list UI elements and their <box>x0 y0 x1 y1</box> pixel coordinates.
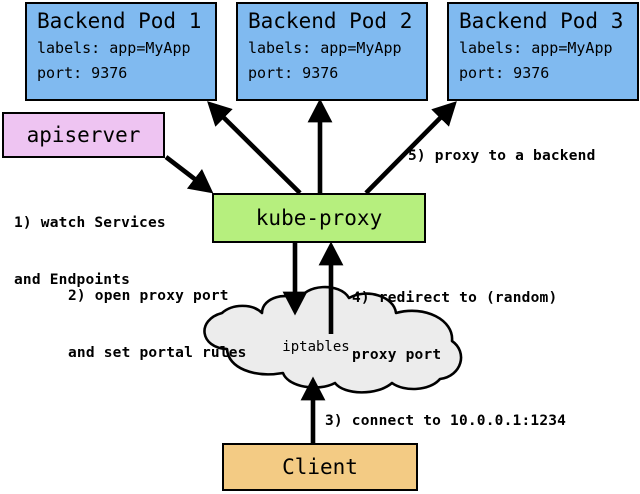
arrow-kubeproxy-to-pod3 <box>364 101 457 195</box>
iptables-label: iptables <box>282 339 350 355</box>
step-1-line-2: and Endpoints <box>14 272 131 288</box>
step-2-line-2: and set portal rules <box>68 345 247 361</box>
backend-pod-2-title: Backend Pod 2 <box>248 9 413 33</box>
kube-proxy-box[interactable]: kube-proxy <box>212 193 426 243</box>
backend-pod-2-labels: labels: app=MyApp <box>248 39 402 57</box>
backend-pod-1-box[interactable]: Backend Pod 1 labels: app=MyApp port: 93… <box>25 2 217 101</box>
backend-pod-3-labels: labels: app=MyApp <box>459 39 613 57</box>
step-3-label: 3) connect to 10.0.0.1:1234 <box>325 413 567 429</box>
backend-pod-2-box[interactable]: Backend Pod 2 labels: app=MyApp port: 93… <box>236 2 428 101</box>
arrow-kubeproxy-to-pod1 <box>207 101 302 195</box>
iptables-cloud-shape <box>203 285 463 394</box>
step-5-label: 5) proxy to a backend <box>408 148 596 164</box>
step-2-line-1: 2) open proxy port <box>68 288 229 304</box>
apiserver-box[interactable]: apiserver <box>2 112 165 158</box>
backend-pod-2-port: port: 9376 <box>248 64 339 82</box>
backend-pod-1-title: Backend Pod 1 <box>37 9 202 33</box>
step-4-label: 4) redirect to (random) proxy port <box>352 251 557 403</box>
step-1-label: 1) watch Services and Endpoints <box>14 176 166 328</box>
backend-pod-3-port: port: 9376 <box>459 64 550 82</box>
client-box[interactable]: Client <box>222 443 418 491</box>
step-1-line-1: 1) watch Services <box>14 215 166 231</box>
step-4-line-1: 4) redirect to (random) <box>352 290 558 306</box>
backend-pod-1-port: port: 9376 <box>37 64 128 82</box>
step-2-label: 2) open proxy port and set portal rules <box>68 249 247 401</box>
backend-pod-1-labels: labels: app=MyApp <box>37 39 191 57</box>
backend-pod-3-box[interactable]: Backend Pod 3 labels: app=MyApp port: 93… <box>447 2 639 101</box>
arrow-apiserver-to-kubeproxy <box>164 155 214 194</box>
backend-pod-3-title: Backend Pod 3 <box>459 9 624 33</box>
step-4-line-2: proxy port <box>352 347 442 363</box>
